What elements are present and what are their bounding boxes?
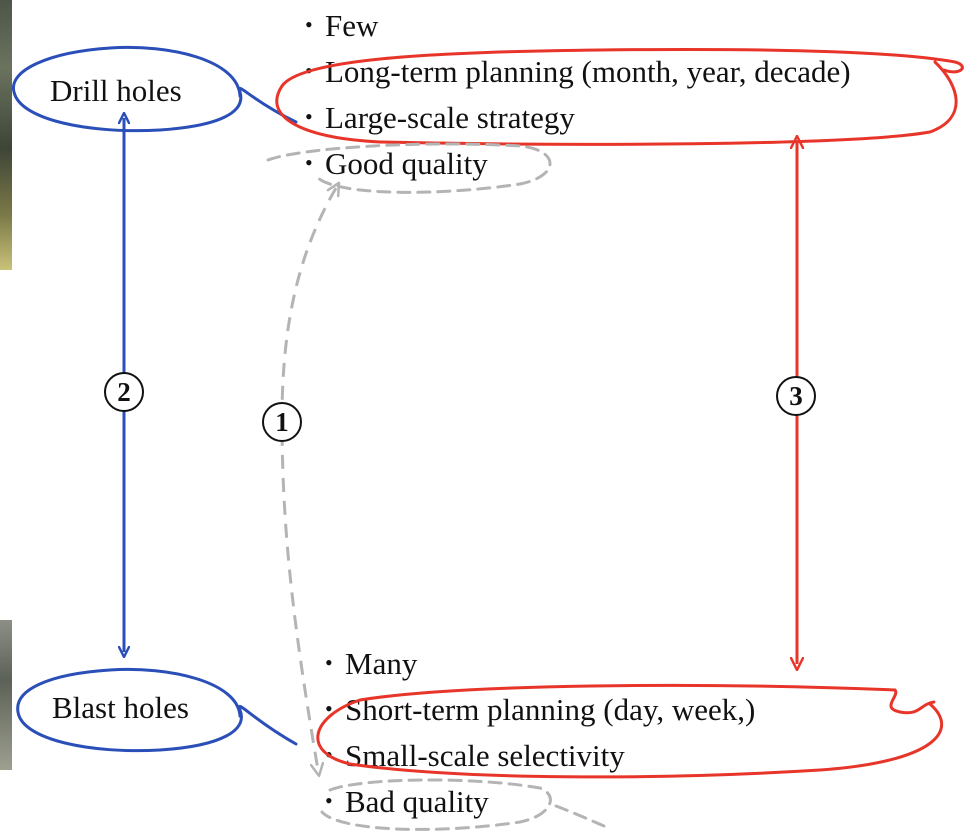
photo-fragment-bottom xyxy=(0,620,12,770)
step-3-badge: 3 xyxy=(776,376,816,416)
blast-attribute-quality: Bad quality xyxy=(325,786,755,832)
drill-attribute-quality: Good quality xyxy=(305,148,851,194)
blast-holes-attribute-list: Many Short-term planning (day, week,) Sm… xyxy=(325,648,755,832)
blast-attribute-scale: Small-scale selectivity xyxy=(325,740,755,786)
step-2-badge: 2 xyxy=(104,372,144,412)
drill-attribute-scale: Large-scale strategy xyxy=(305,102,851,148)
blast-attribute-count: Many xyxy=(325,648,755,694)
drill-holes-label: Drill holes xyxy=(50,73,182,108)
drill-attribute-count: Few xyxy=(305,10,851,56)
photo-fragment-top xyxy=(0,0,12,270)
blast-holes-label: Blast holes xyxy=(52,690,189,725)
blast-attribute-planning: Short-term planning (day, week,) xyxy=(325,694,755,740)
drill-holes-attribute-list: Few Long-term planning (month, year, dec… xyxy=(305,10,851,194)
step-1-badge: 1 xyxy=(262,402,302,442)
drill-attribute-planning: Long-term planning (month, year, decade) xyxy=(305,56,851,102)
